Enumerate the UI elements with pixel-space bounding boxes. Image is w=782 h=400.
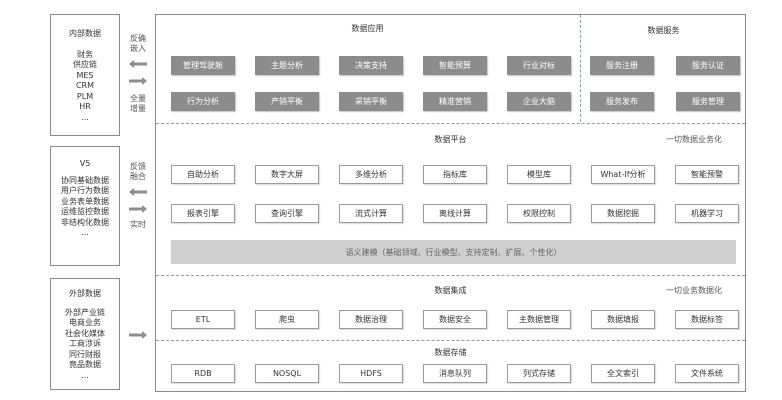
external-data-item: 工商涉诉 [69, 339, 101, 348]
section-divider [156, 340, 745, 341]
v5-data-list: 协同基础数据用户行为数据业务表单数据运维监控数据非结构化数据... [61, 176, 109, 239]
platform-module-box: 数据挖掘 [591, 204, 655, 223]
platform-module-box: What-If分析 [591, 165, 655, 184]
data-application-title: 数据应用 [351, 24, 384, 33]
data-integration-note: 一切业务数据化 [666, 286, 722, 295]
internal-data-item: HR [79, 102, 91, 111]
arrow-right-icon [129, 205, 147, 213]
service-module-box: 服务发布 [590, 92, 654, 111]
semantic-modeling-bar: 语义建模（基础领域、行业模型、支持定制、扩展、个性化） [171, 240, 736, 264]
platform-module-box: 查询引擎 [255, 204, 319, 223]
platform-module-box: 多维分析 [339, 165, 403, 184]
application-module-box: 行为分析 [171, 92, 235, 111]
application-module-box: 行业对标 [507, 56, 571, 75]
external-data-item: 社会化媒体 [65, 328, 105, 338]
arrow-right-icon [129, 77, 147, 85]
service-module-box: 服务管理 [676, 92, 740, 111]
storage-module-box: 消息队列 [423, 364, 487, 383]
service-module-box: 服务认证 [676, 56, 740, 75]
data-platform-note: 一切数据业务化 [666, 135, 722, 144]
internal-data-item: PLM [76, 91, 94, 101]
connector-2-top-label-2: 融合 [130, 172, 146, 181]
service-module-box: 服务注册 [590, 56, 654, 75]
v5-data-item: 非结构化数据 [61, 217, 109, 227]
application-module-box: 智能预算 [423, 56, 487, 75]
v5-data-box: V5 协同基础数据用户行为数据业务表单数据运维监控数据非结构化数据... [50, 146, 120, 266]
integration-module-box: 爬虫 [255, 310, 319, 329]
platform-module-box: 离线计算 [423, 204, 487, 223]
external-data-item: 同行财报 [69, 349, 101, 359]
arrow-left-icon [129, 188, 147, 196]
application-module-box: 管理驾驶舱 [171, 56, 235, 75]
external-data-item: 外部产业链 [65, 307, 105, 317]
storage-module-box: 全文索引 [591, 364, 655, 383]
integration-module-box: 数据填报 [591, 310, 655, 329]
connector-1: 反确 嵌入 全量 增量 [127, 34, 149, 114]
integration-module-box: 主数据管理 [507, 310, 571, 329]
internal-data-item: MES [76, 70, 94, 80]
application-module-box: 精准营销 [423, 92, 487, 111]
storage-module-box: 列式存储 [507, 364, 571, 383]
integration-module-box: 数据治理 [339, 310, 403, 329]
integration-module-box: ETL [171, 310, 235, 329]
platform-module-box: 机器学习 [675, 204, 739, 223]
data-storage-title: 数据存储 [434, 348, 467, 357]
connector-1-top-label-2: 嵌入 [130, 44, 146, 53]
storage-module-box: HDFS [339, 364, 403, 383]
v5-data-item: 协同基础数据 [61, 175, 109, 185]
platform-module-box: 数字大屏 [255, 165, 319, 184]
application-module-box: 产销平衡 [255, 92, 319, 111]
platform-module-box: 智能预警 [675, 165, 739, 184]
storage-module-box: NOSQL [255, 364, 319, 383]
connector-1-bottom-label-1: 全量 [130, 94, 146, 103]
section-divider [156, 275, 745, 276]
main-architecture-frame [155, 14, 746, 392]
app-service-divider [580, 15, 581, 122]
external-data-item: ... [81, 370, 89, 380]
internal-data-item: ... [81, 112, 89, 122]
arrow-left-icon [129, 60, 147, 68]
platform-module-box: 报表引擎 [171, 204, 235, 223]
internal-data-item: CRM [75, 81, 95, 90]
arrow-right-icon [129, 331, 147, 339]
platform-module-box: 指标库 [423, 165, 487, 184]
integration-module-box: 数据标签 [675, 310, 739, 329]
storage-module-box: 文件系统 [675, 364, 739, 383]
connector-1-top-label-1: 反确 [130, 34, 146, 43]
connector-2-top-label-1: 反馈 [130, 162, 146, 171]
platform-module-box: 流式计算 [339, 204, 403, 223]
connector-1-bottom-label-2: 增量 [130, 104, 146, 113]
application-module-box: 企业大脑 [507, 92, 571, 111]
v5-data-item: 用户行为数据 [61, 186, 109, 195]
v5-data-item: 运维监控数据 [61, 207, 109, 216]
internal-data-item: 供应链 [73, 60, 97, 69]
external-data-item: 电商业务 [69, 318, 101, 327]
platform-module-box: 权限控制 [507, 204, 571, 223]
platform-module-box: 模型库 [507, 165, 571, 184]
external-data-list: 外部产业链电商业务社会化媒体工商涉诉同行财报竟品数据... [65, 308, 105, 382]
application-module-box: 采销平衡 [339, 92, 403, 111]
external-data-item: 竟品数据 [69, 360, 101, 369]
storage-module-box: RDB [171, 364, 235, 383]
internal-data-item: 财务 [77, 49, 93, 59]
v5-data-item: 业务表单数据 [61, 196, 109, 206]
data-platform-title: 数据平台 [434, 135, 467, 144]
external-data-box: 外部数据 外部产业链电商业务社会化媒体工商涉诉同行财报竟品数据... [50, 278, 120, 390]
internal-data-title: 内部数据 [69, 29, 101, 38]
external-data-title: 外部数据 [69, 289, 101, 298]
platform-module-box: 自助分析 [171, 165, 235, 184]
application-module-box: 主题分析 [255, 56, 319, 75]
v5-data-item: ... [81, 228, 89, 237]
connector-2-bottom-label: 实时 [130, 220, 146, 229]
application-module-box: 决策支持 [339, 56, 403, 75]
integration-module-box: 数据安全 [423, 310, 487, 329]
data-service-title: 数据服务 [647, 26, 680, 35]
connector-2: 反馈 融合 实时 [127, 162, 149, 230]
section-divider [156, 123, 745, 124]
data-integration-title: 数据集成 [434, 286, 467, 295]
v5-title: V5 [79, 159, 91, 168]
